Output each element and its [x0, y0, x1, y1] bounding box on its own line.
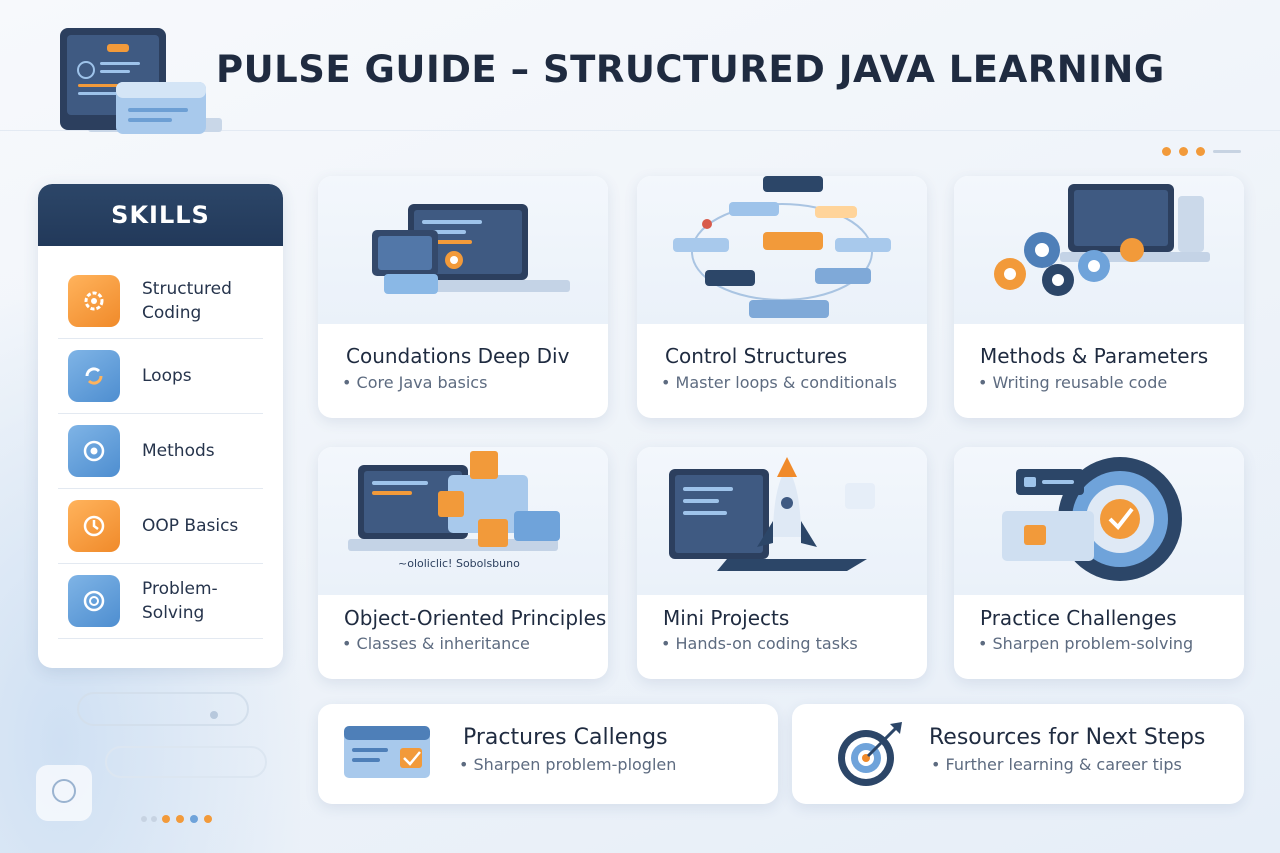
card-subtitle: • Writing reusable code: [978, 373, 1168, 392]
card-subtitle: • Hands-on coding tasks: [661, 634, 858, 653]
methods-icon: [68, 425, 120, 477]
card-title: Methods & Parameters: [980, 344, 1209, 368]
card-title: Resources for Next Steps: [929, 725, 1206, 750]
background-rule: [0, 130, 1280, 150]
dot-line: [1213, 150, 1241, 153]
skill-label: OOP Basics: [142, 516, 239, 536]
card-title: Mini Projects: [663, 606, 790, 630]
skill-item-loops[interactable]: Loops: [58, 339, 263, 414]
rocket-laptop-illustration: [637, 447, 927, 595]
dot: [1162, 147, 1171, 156]
problem-solving-icon: [68, 575, 120, 627]
skills-header: SKILLS: [38, 184, 283, 246]
gear-code-icon: [68, 275, 120, 327]
skills-panel: SKILLS Structured Coding Loops Methods O…: [38, 184, 283, 668]
card-oop-principles[interactable]: ~ololiclic! Sobolsbuno Object-Oriented P…: [318, 447, 608, 679]
card-subtitle: • Sharpen problem-solving: [978, 634, 1194, 653]
card-subtitle: • Sharpen problem-ploglen: [459, 755, 677, 774]
hero-monitor-icon: [60, 28, 222, 134]
page-title: PULSE GUIDE – STRUCTURED JAVA LEARNING: [216, 48, 1165, 91]
flowchart-illustration: [637, 176, 927, 324]
skill-label: Problem-Solving: [142, 579, 218, 623]
card-subtitle: • Further learning & career tips: [931, 755, 1182, 774]
skill-label: Loops: [142, 366, 192, 386]
pagination-dots: [1162, 147, 1241, 156]
card-control-structures[interactable]: Control Structures • Master loops & cond…: [637, 176, 927, 418]
checklist-folder-icon: [344, 726, 430, 778]
skill-item-oop-basics[interactable]: OOP Basics: [58, 489, 263, 564]
card-methods-parameters[interactable]: Methods & Parameters • Writing reusable …: [954, 176, 1244, 418]
card-subtitle: • Classes & inheritance: [342, 634, 530, 653]
skill-item-methods[interactable]: Methods: [58, 414, 263, 489]
card-subtitle: • Core Java basics: [342, 373, 488, 392]
card-title: Coundations Deep Div: [346, 344, 570, 368]
cubes-monitor-illustration: [318, 447, 608, 595]
card-foundations[interactable]: Coundations Deep Div • Core Java basics: [318, 176, 608, 418]
card-practures-callengs[interactable]: Practures Callengs • Sharpen problem-plo…: [318, 704, 778, 804]
skill-item-problem-solving[interactable]: Problem-Solving: [58, 564, 263, 639]
gears-monitor-illustration: [954, 176, 1244, 324]
skill-item-structured-coding[interactable]: Structured Coding: [58, 264, 263, 339]
card-title: Object-Oriented Principles: [344, 606, 607, 630]
card-title: Control Structures: [665, 344, 848, 368]
decorative-shapes: [36, 692, 267, 823]
loop-icon: [68, 350, 120, 402]
skill-label: Structured Coding: [142, 279, 232, 323]
card-title: Practures Callengs: [463, 725, 668, 750]
oop-icon: [68, 500, 120, 552]
skills-heading: SKILLS: [111, 201, 210, 229]
skills-list: Structured Coding Loops Methods OOP Basi…: [38, 264, 283, 639]
card-practice-challenges[interactable]: Practice Challenges • Sharpen problem-so…: [954, 447, 1244, 679]
dot: [1179, 147, 1188, 156]
card-subtitle: • Master loops & conditionals: [661, 373, 897, 392]
target-checklist-illustration: [954, 447, 1244, 595]
card-mini-projects[interactable]: Mini Projects • Hands-on coding tasks: [637, 447, 927, 679]
dot: [1196, 147, 1205, 156]
card-caption: ~ololiclic! Sobolsbuno: [398, 557, 520, 570]
laptop-code-illustration: [318, 176, 608, 324]
target-arrow-icon: [838, 722, 902, 786]
card-resources-next-steps[interactable]: Resources for Next Steps • Further learn…: [792, 704, 1244, 804]
skill-label: Methods: [142, 441, 215, 461]
card-title: Practice Challenges: [980, 606, 1177, 630]
